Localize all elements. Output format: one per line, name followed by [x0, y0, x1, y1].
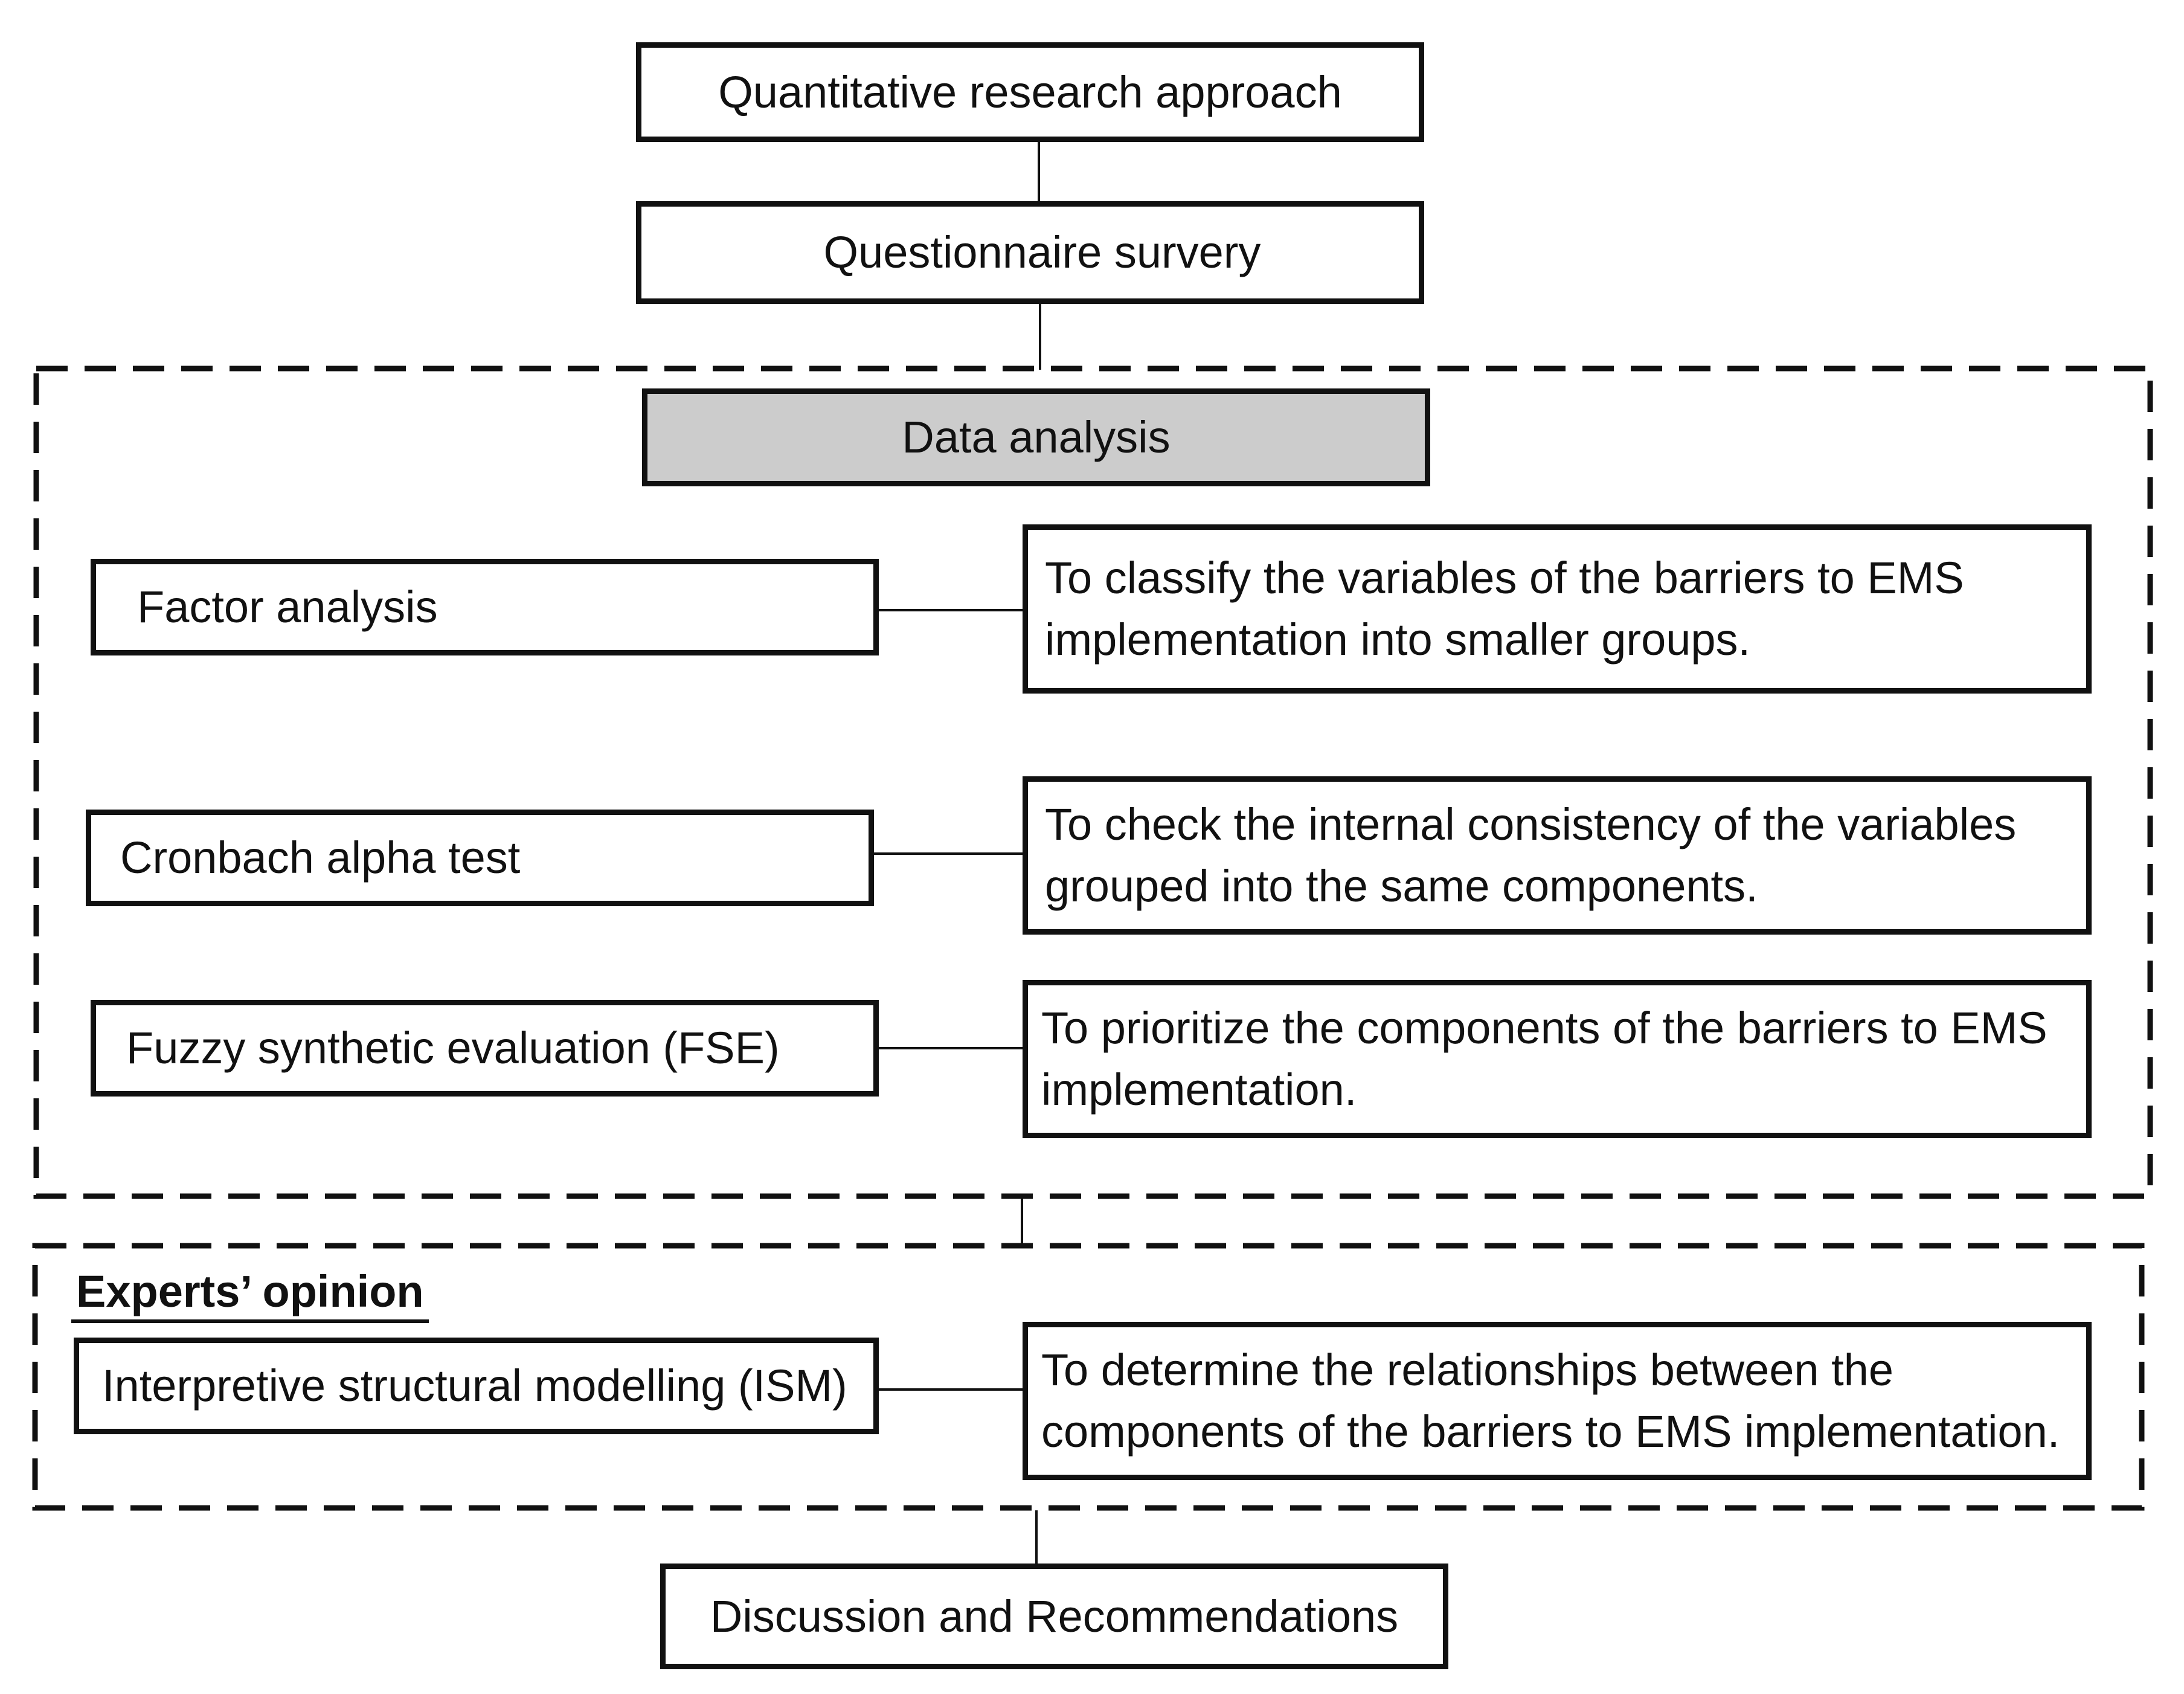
approach-box: Quantitative research approach [636, 42, 1424, 142]
fse-purpose-box: To prioritize the components of the barr… [1023, 980, 2092, 1138]
fse-label: Fuzzy synthetic evaluation (FSE) [126, 1023, 780, 1073]
experts-group [32, 1243, 2145, 1511]
cronbach-alpha-label: Cronbach alpha test [120, 833, 521, 883]
survey-label: Questionnaire survery [823, 227, 1261, 277]
fse-box: Fuzzy synthetic evaluation (FSE) [91, 1000, 879, 1097]
factor-analysis-label: Factor analysis [137, 582, 438, 632]
ism-label: Interpretive structural modelling (ISM) [102, 1361, 847, 1411]
data-analysis-label: Data analysis [902, 412, 1171, 462]
data-analysis-group [33, 366, 2153, 1199]
cronbach-alpha-purpose-box: To check the internal consistency of the… [1023, 776, 2092, 935]
discussion-box: Discussion and Recommendations [660, 1564, 1448, 1669]
survey-box: Questionnaire survery [636, 201, 1424, 304]
ism-purpose-box: To determine the relationships between t… [1023, 1322, 2092, 1480]
approach-label: Quantitative research approach [718, 66, 1342, 117]
data-analysis-box: Data analysis [642, 388, 1430, 486]
ism-purpose: To determine the relationships between t… [1041, 1345, 2060, 1457]
cronbach-alpha-purpose: To check the internal consistency of the… [1045, 799, 2017, 911]
factor-analysis-purpose: To classify the variables of the barrier… [1045, 553, 1964, 665]
ism-box: Interpretive structural modelling (ISM) [74, 1338, 879, 1434]
experts-heading: Experts’ opinion [71, 1266, 429, 1323]
fse-purpose: To prioritize the components of the barr… [1041, 1003, 2048, 1115]
discussion-label: Discussion and Recommendations [710, 1591, 1399, 1641]
factor-analysis-box: Factor analysis [91, 559, 879, 655]
cronbach-alpha-box: Cronbach alpha test [86, 810, 874, 906]
factor-analysis-purpose-box: To classify the variables of the barrier… [1023, 524, 2092, 694]
